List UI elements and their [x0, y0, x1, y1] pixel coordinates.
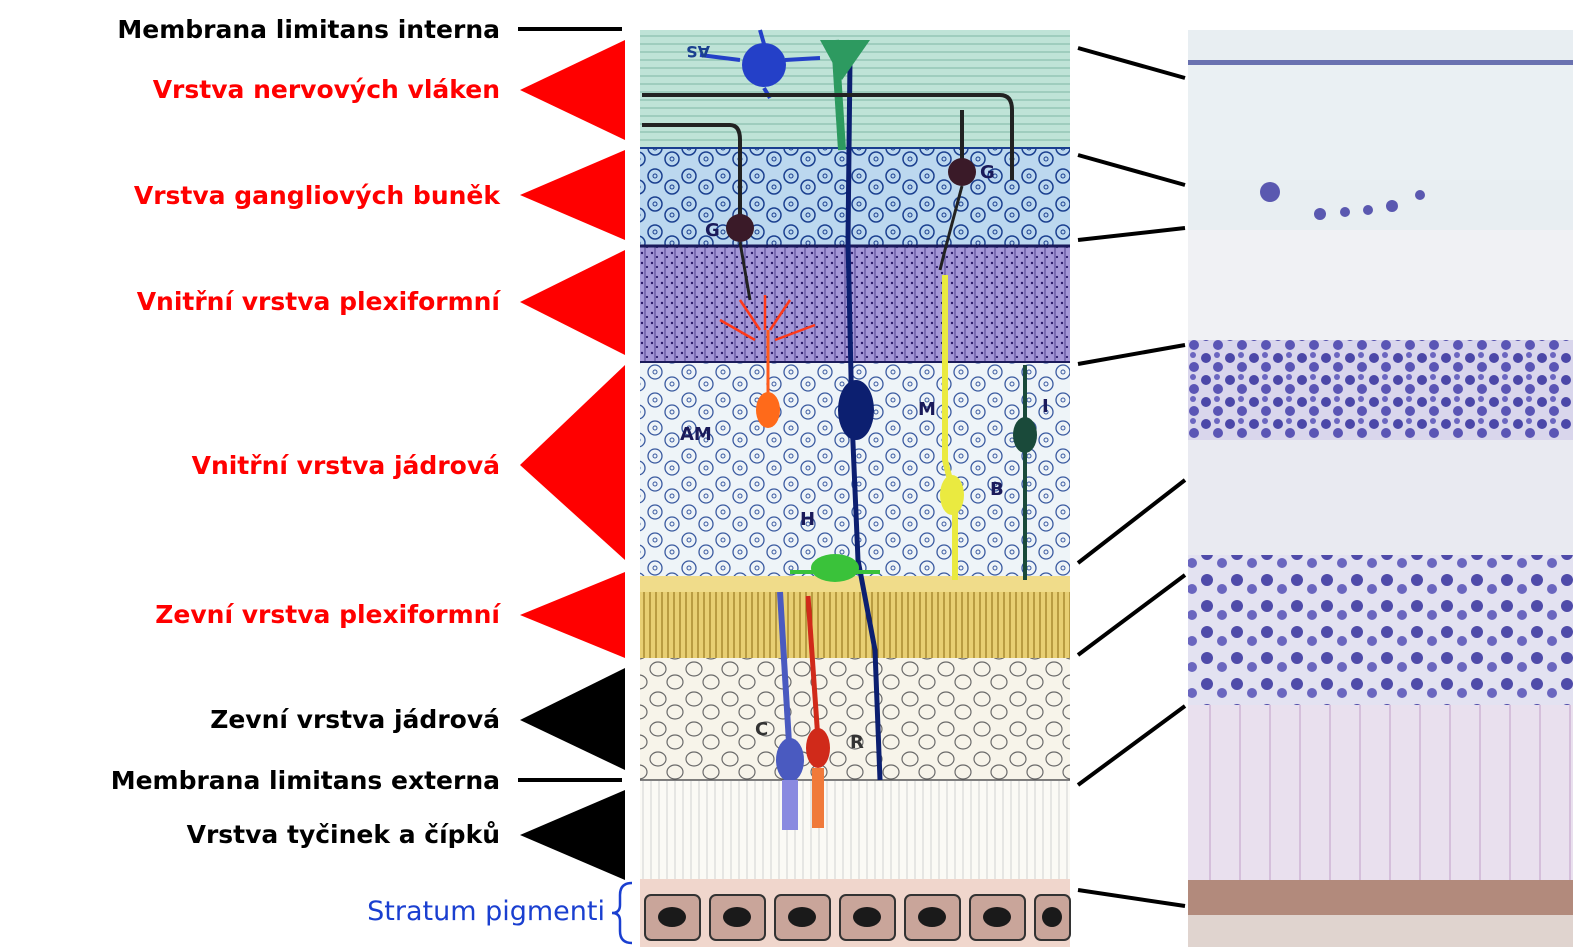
- cell-letter-m: M: [918, 399, 936, 420]
- retina-illustration: [640, 30, 1070, 947]
- arrow-tycinek: [520, 790, 625, 880]
- label-vnitrni-jadrova: Vnitřní vrstva jádrová: [192, 451, 500, 481]
- cell-letter-r: R: [850, 732, 864, 753]
- arrow-vnitrni-plexi: [520, 250, 625, 355]
- cell-letter-am: AM: [680, 424, 712, 445]
- label-vrstva-nervovych: Vrstva nervových vláken: [153, 75, 500, 105]
- label-membrana-externa: Membrana limitans externa: [111, 766, 500, 796]
- cell-letter-b: B: [990, 479, 1004, 500]
- arrow-zevni-plexi: [520, 572, 625, 658]
- label-vrstva-tycinek: Vrstva tyčinek a čípků: [187, 820, 500, 850]
- cell-letter-g1: G: [980, 162, 995, 183]
- label-stratum-pigmenti: Stratum pigmenti: [367, 897, 605, 927]
- label-zevni-jadrova: Zevní vrstva jádrová: [210, 705, 500, 735]
- histology-photo: [1188, 30, 1573, 947]
- cell-letter-g2: G: [705, 220, 720, 241]
- arrow-zevni-jadrova: [520, 668, 625, 770]
- cell-letter-i: I: [1042, 396, 1049, 417]
- arrow-vnitrni-jadrova: [520, 365, 625, 560]
- label-vrstva-gangliovych: Vrstva gangliových buněk: [134, 181, 500, 211]
- label-membrana-interna: Membrana limitans interna: [117, 15, 500, 45]
- cell-letter-as: AS: [686, 42, 710, 61]
- label-zevni-plexiformni: Zevní vrstva plexiformní: [155, 600, 500, 630]
- arrow-nervovych: [520, 40, 625, 140]
- arrow-gangliovych: [520, 150, 625, 240]
- pigmenti-brace: [612, 883, 632, 943]
- connector-lines: [1078, 48, 1185, 906]
- label-vnitrni-plexiformni: Vnitřní vrstva plexiformní: [137, 287, 500, 317]
- cell-letter-h: H: [800, 509, 815, 530]
- cell-letter-c: C: [755, 719, 768, 740]
